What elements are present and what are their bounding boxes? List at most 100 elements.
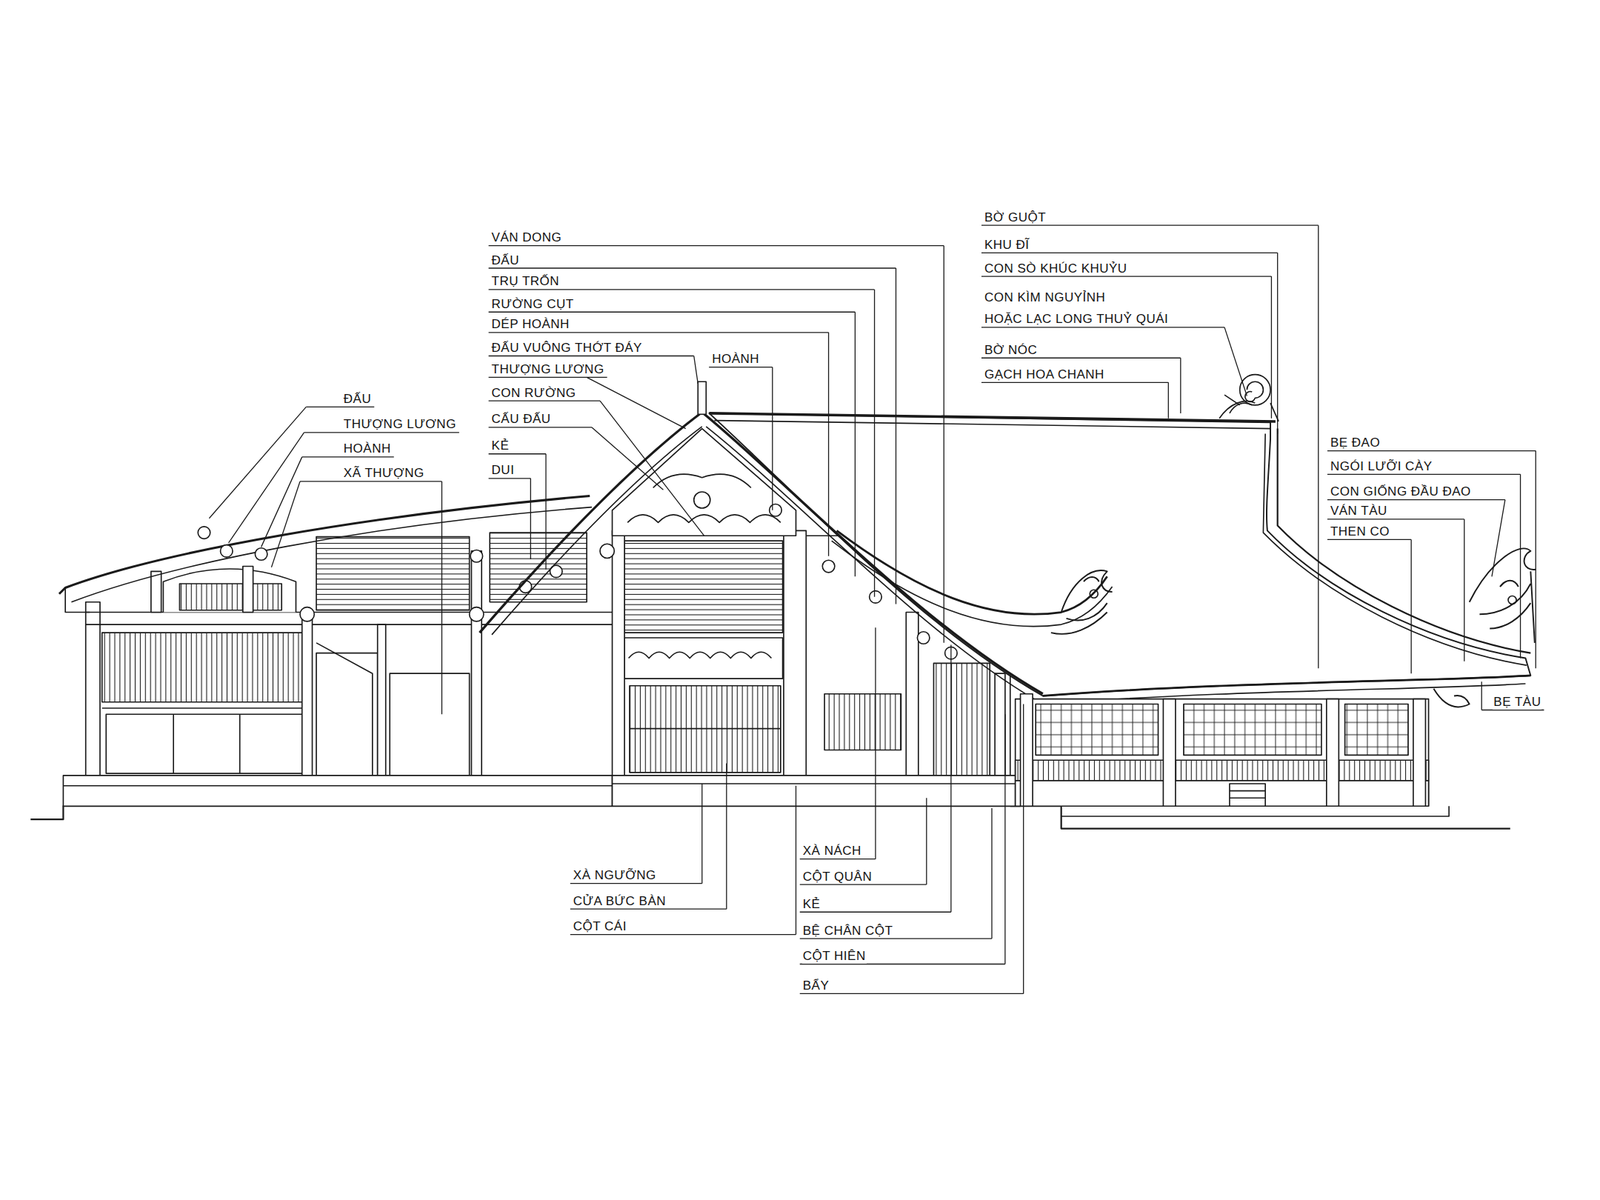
leader-line: [1481, 709, 1544, 711]
drawing-part: [612, 428, 797, 537]
drawing-part: [300, 607, 315, 622]
drawing-part: [624, 637, 783, 679]
leader-line: [530, 478, 532, 560]
drawing-part: [1229, 783, 1266, 806]
part-label: XÀ NGƯỠNG: [572, 868, 658, 883]
drawing-part: [822, 560, 835, 573]
part-label: CỘT HIÊN: [802, 948, 867, 964]
leader-line: [854, 311, 856, 577]
leader-line: [800, 858, 876, 860]
leader-line: [1411, 539, 1412, 674]
leader-line: [874, 627, 876, 859]
leader-line: [570, 934, 797, 935]
part-label: CỘT CÁI: [572, 919, 628, 935]
part-label: VÁN TÀU: [1329, 503, 1389, 519]
drawing-part: [389, 673, 469, 776]
drawing-part: [479, 412, 702, 634]
drawing-part: [471, 551, 482, 806]
drawing-part: [1035, 704, 1158, 756]
part-label: HOÀNH: [342, 441, 392, 457]
leader-line: [708, 366, 773, 368]
part-label: CỬA BỨC BÀN: [572, 894, 667, 909]
leader-line: [488, 477, 532, 479]
leader-line: [1463, 519, 1465, 662]
drawing-part: [783, 530, 806, 806]
drawing-part: [1089, 589, 1098, 598]
leader-line: [304, 431, 460, 433]
leader-line: [600, 400, 705, 536]
drawing-part: [1240, 374, 1271, 406]
part-label: HOẶC LẠC LONG THUỶ QUÁI: [983, 311, 1169, 327]
leader-line: [950, 645, 952, 913]
leader-line: [1317, 225, 1319, 669]
drawing-part: [1433, 688, 1469, 708]
leader-line: [488, 355, 695, 357]
part-label: DUI: [491, 462, 516, 478]
leader-line: [488, 311, 856, 313]
leader-line: [305, 406, 375, 408]
drawing-part: [316, 537, 470, 611]
drawing-part: [1413, 699, 1426, 807]
drawing-part: [1229, 790, 1266, 792]
part-label: CON SÒ KHÚC KHUỶU: [983, 261, 1129, 277]
leader-line: [488, 245, 945, 246]
drawing-part: [469, 607, 484, 622]
drawing-part: [62, 775, 615, 806]
leader-line: [1520, 474, 1521, 658]
leader-line: [795, 785, 797, 935]
leader-line: [1535, 451, 1537, 669]
leader-line: [800, 993, 1024, 995]
leader-line: [591, 427, 663, 490]
part-label: THƯỢNG LƯƠNG: [342, 417, 458, 432]
leader-line: [300, 480, 442, 482]
drawing-part: [85, 623, 613, 626]
drawing-part: [837, 530, 1108, 615]
leader-line: [981, 275, 1272, 277]
drawing-part: [62, 785, 615, 787]
leader-line: [771, 367, 773, 511]
drawing-part: [1015, 780, 1429, 806]
leader-line: [441, 481, 443, 715]
part-label: CON GIỐNG ĐẦU ĐAO: [1329, 484, 1472, 500]
leader-line: [228, 432, 305, 543]
part-label: DÉP HOÀNH: [491, 317, 571, 332]
leader-line: [488, 331, 829, 333]
leader-line: [1022, 704, 1024, 995]
leader-line: [1180, 357, 1181, 414]
leader-line: [488, 453, 546, 455]
part-label: BẸ TÀU: [1492, 694, 1542, 710]
drawing-part: [102, 632, 307, 703]
drawing-part: [831, 540, 1113, 627]
building-drawing: [30, 374, 1536, 829]
leader-line: [570, 882, 703, 884]
leader-line: [943, 245, 945, 643]
part-label: CON RƯỜNG: [491, 385, 578, 401]
part-label: RƯỜNG CỤT: [491, 297, 575, 312]
leader-line: [545, 454, 546, 570]
part-label: CẤU ĐẤU: [491, 411, 552, 427]
drawing-part: [1345, 704, 1409, 756]
drawing-part: [1219, 394, 1279, 422]
leader-line: [981, 357, 1181, 359]
part-label: KẺ: [491, 438, 511, 454]
leader-line: [800, 911, 952, 913]
drawing-part: [491, 426, 703, 635]
drawing-part: [151, 571, 162, 612]
drawing-part: [30, 805, 1020, 820]
drawing-part: [708, 413, 1276, 422]
leader-line: [488, 426, 592, 428]
part-label: BỆ CHÂN CỘT: [802, 923, 895, 939]
leader-line: [800, 963, 1006, 965]
leader-line: [1491, 500, 1506, 578]
leader-line: [800, 883, 927, 885]
leader-line: [1327, 450, 1536, 452]
leader-line: [302, 456, 395, 458]
leader-line: [981, 382, 1169, 383]
leader-line: [701, 783, 703, 884]
leader-line: [570, 908, 727, 909]
drawing-part: [105, 714, 306, 774]
leader-line: [991, 808, 992, 939]
drawing-part: [600, 543, 615, 558]
leader-line: [208, 406, 306, 518]
